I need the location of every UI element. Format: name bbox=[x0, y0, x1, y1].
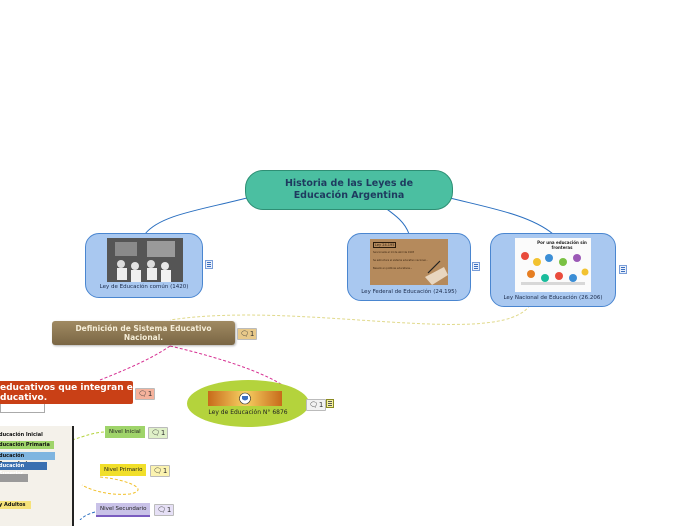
connector-central-law2 bbox=[383, 206, 410, 235]
comment-icon: 🗨 bbox=[153, 467, 162, 475]
comment-icon: 🗨 bbox=[240, 330, 249, 338]
categories-comment-button[interactable]: 🗨 1 bbox=[135, 388, 156, 400]
law-24195-image-line-3: Basado en políticas educativas... bbox=[373, 267, 413, 270]
categories-title: educativos que integran el ducativo. bbox=[0, 383, 136, 403]
definition-comment-count: 1 bbox=[249, 330, 255, 338]
law-24195-image-heading: Ley 24.195 bbox=[373, 242, 397, 248]
central-topic[interactable]: Historia de las Leyes de Educación Argen… bbox=[245, 170, 453, 210]
image-row-superior: ducación Superior bbox=[0, 462, 47, 477]
law-24195-image-line-2: Se estructura el sistema educativo nacio… bbox=[373, 259, 428, 262]
ley-6876-banner bbox=[208, 391, 282, 406]
connector-dashed-secundario bbox=[79, 511, 96, 520]
central-topic-title: Historia de las Leyes de Educación Argen… bbox=[284, 178, 414, 201]
law-26206-image: Por una educación sin fronteras bbox=[515, 238, 591, 292]
image-row-adultos: y Adultos bbox=[0, 501, 31, 509]
law-1420-photo bbox=[107, 238, 183, 282]
law-24195-image: Ley 24.195 Sancionada el 14 de abril de … bbox=[370, 239, 448, 285]
connector-central-law3 bbox=[449, 197, 554, 235]
level-primario-comment-count: 1 bbox=[162, 467, 168, 475]
level-primario-comment-button[interactable]: 🗨 1 bbox=[150, 465, 171, 477]
level-inicial-comment-count: 1 bbox=[160, 429, 166, 437]
law-24195-image-line-1: Sancionada el 14 de abril de 1993 bbox=[373, 251, 414, 254]
categories-comment-count: 1 bbox=[147, 390, 153, 398]
law-node-1420[interactable]: Ley de Educación común (1420) bbox=[85, 233, 203, 298]
level-secundario-comment-button[interactable]: 🗨 1 bbox=[154, 504, 175, 516]
hand-writing-icon bbox=[425, 260, 448, 285]
image-row-inicial: ducación Inicial bbox=[0, 432, 43, 438]
notes-list-icon[interactable] bbox=[326, 399, 334, 408]
image-grey-bar bbox=[0, 474, 28, 482]
connector-dashed-primario bbox=[81, 476, 139, 495]
level-inicial-comment-button[interactable]: 🗨 1 bbox=[148, 427, 169, 439]
definition-node[interactable]: Definición de Sistema Educativo Nacional… bbox=[52, 321, 235, 345]
image-row-primaria: ducación Primaria bbox=[0, 441, 54, 449]
ley-6876-node[interactable]: Ley de Educación N° 6876 bbox=[187, 380, 309, 427]
classroom-photo-icon bbox=[107, 238, 183, 282]
level-inicial-node[interactable]: Nivel Inicial bbox=[105, 426, 145, 438]
categories-underline bbox=[0, 404, 45, 413]
level-primario-node[interactable]: Nivel Primario bbox=[100, 464, 147, 476]
education-levels-image: ducación Inicial ducación Primaria ducac… bbox=[0, 426, 74, 526]
connector-dashed-inicial bbox=[71, 431, 106, 441]
comment-icon: 🗨 bbox=[157, 506, 166, 514]
definition-comment-button[interactable]: 🗨 1 bbox=[237, 328, 258, 340]
level-secundario-node[interactable]: Nivel Secundario bbox=[96, 503, 151, 517]
comment-icon: 🗨 bbox=[151, 429, 160, 437]
level-secundario-comment-count: 1 bbox=[166, 506, 172, 514]
image-row-secundaria: ducación Secundaria bbox=[0, 452, 55, 467]
ley-6876-comment-button[interactable]: 🗨 1 bbox=[306, 399, 327, 411]
notes-list-icon[interactable] bbox=[472, 262, 480, 271]
definition-title: Definición de Sistema Educativo Nacional… bbox=[75, 324, 212, 342]
connector-dashed-definition-ley bbox=[169, 345, 301, 403]
notes-list-icon[interactable] bbox=[205, 260, 213, 269]
connector-dashed-definition-categories bbox=[99, 345, 171, 381]
categories-node[interactable]: educativos que integran el ducativo. bbox=[0, 381, 136, 404]
comment-icon: 🗨 bbox=[309, 401, 318, 409]
law-node-26206[interactable]: Por una educación sin fronteras Ley Naci… bbox=[490, 233, 616, 307]
ley-6876-label: Ley de Educación N° 6876 bbox=[208, 409, 288, 416]
children-illustration-icon bbox=[521, 252, 589, 285]
connector-central-law1 bbox=[144, 197, 248, 235]
connector-dashed-law3-definition bbox=[169, 304, 531, 325]
law-26206-label: Ley Nacional de Educación (26.206) bbox=[503, 295, 603, 301]
notes-list-icon[interactable] bbox=[619, 265, 627, 274]
law-node-24195[interactable]: Ley 24.195 Sancionada el 14 de abril de … bbox=[347, 233, 471, 301]
comment-icon: 🗨 bbox=[138, 390, 147, 398]
law-1420-label: Ley de Educación común (1420) bbox=[99, 284, 189, 290]
law-24195-label: Ley Federal de Educación (24.195) bbox=[361, 289, 457, 295]
shield-emblem-icon bbox=[239, 392, 251, 405]
law-26206-slogan: Por una educación sin fronteras bbox=[537, 240, 587, 250]
ley-6876-comment-count: 1 bbox=[318, 401, 324, 409]
